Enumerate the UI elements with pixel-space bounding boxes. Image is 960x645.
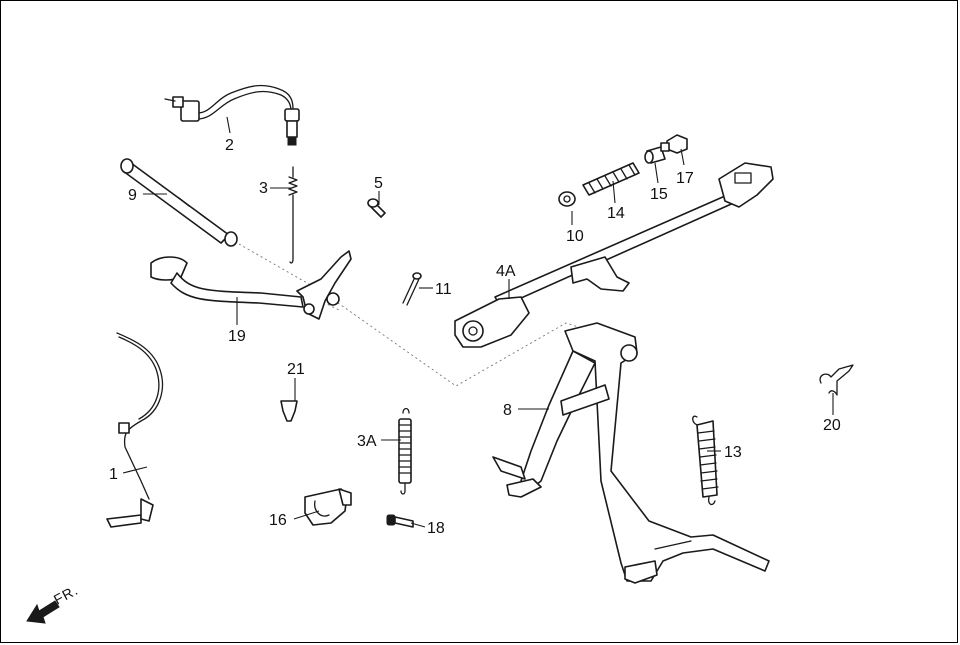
front-arrow-icon	[26, 600, 60, 624]
part-19-brake-pedal	[150, 250, 352, 320]
assembly-guide-lines	[238, 243, 592, 387]
callout-2: 2	[225, 137, 234, 154]
callout-14: 14	[607, 205, 625, 222]
callout-21: 21	[287, 361, 305, 378]
front-direction-label: FR.	[51, 582, 81, 608]
part-4a-side-stand-rod	[454, 162, 774, 348]
callout-19: 19	[228, 328, 246, 345]
front-direction-indicator: FR.	[26, 582, 81, 624]
part-3-switch-spring	[288, 166, 298, 264]
part-11-cotter-pin	[402, 272, 422, 306]
callout-11: 11	[435, 281, 452, 298]
callout-10: 10	[566, 228, 584, 245]
part-17-nut	[660, 134, 688, 154]
callout-16: 16	[269, 512, 287, 529]
callout-15: 15	[650, 186, 668, 203]
callout-4a: 4A	[496, 263, 516, 280]
part-3a-spring	[398, 407, 412, 495]
callout-1: 1	[109, 466, 118, 483]
part-21-clip	[280, 400, 298, 422]
callout-3a: 3A	[357, 433, 377, 450]
callout-5: 5	[374, 175, 383, 192]
part-10-washer	[558, 191, 576, 207]
part-8-main-stand	[492, 322, 770, 584]
callout-labels: 2 3 5 9 11 4A 19 10 14 15 17 21 8 3A 1 1…	[109, 137, 841, 537]
part-16-bracket	[304, 488, 352, 526]
part-13-spring	[692, 415, 719, 506]
callout-18: 18	[427, 520, 445, 537]
callout-20: 20	[823, 417, 841, 434]
callout-8: 8	[503, 402, 512, 419]
part-2-stop-switch	[164, 84, 300, 146]
part-5-pin	[367, 198, 386, 218]
callout-3: 3	[259, 180, 268, 197]
part-9-pivot-shaft	[120, 158, 238, 247]
callout-13: 13	[724, 444, 742, 461]
callout-17: 17	[676, 170, 694, 187]
part-1-brake-cable	[106, 332, 163, 528]
part-14-spring	[582, 162, 640, 196]
callout-9: 9	[128, 187, 137, 204]
leader-lines	[122, 116, 834, 528]
part-20-clip	[819, 364, 854, 396]
part-18-bolt	[386, 514, 414, 528]
